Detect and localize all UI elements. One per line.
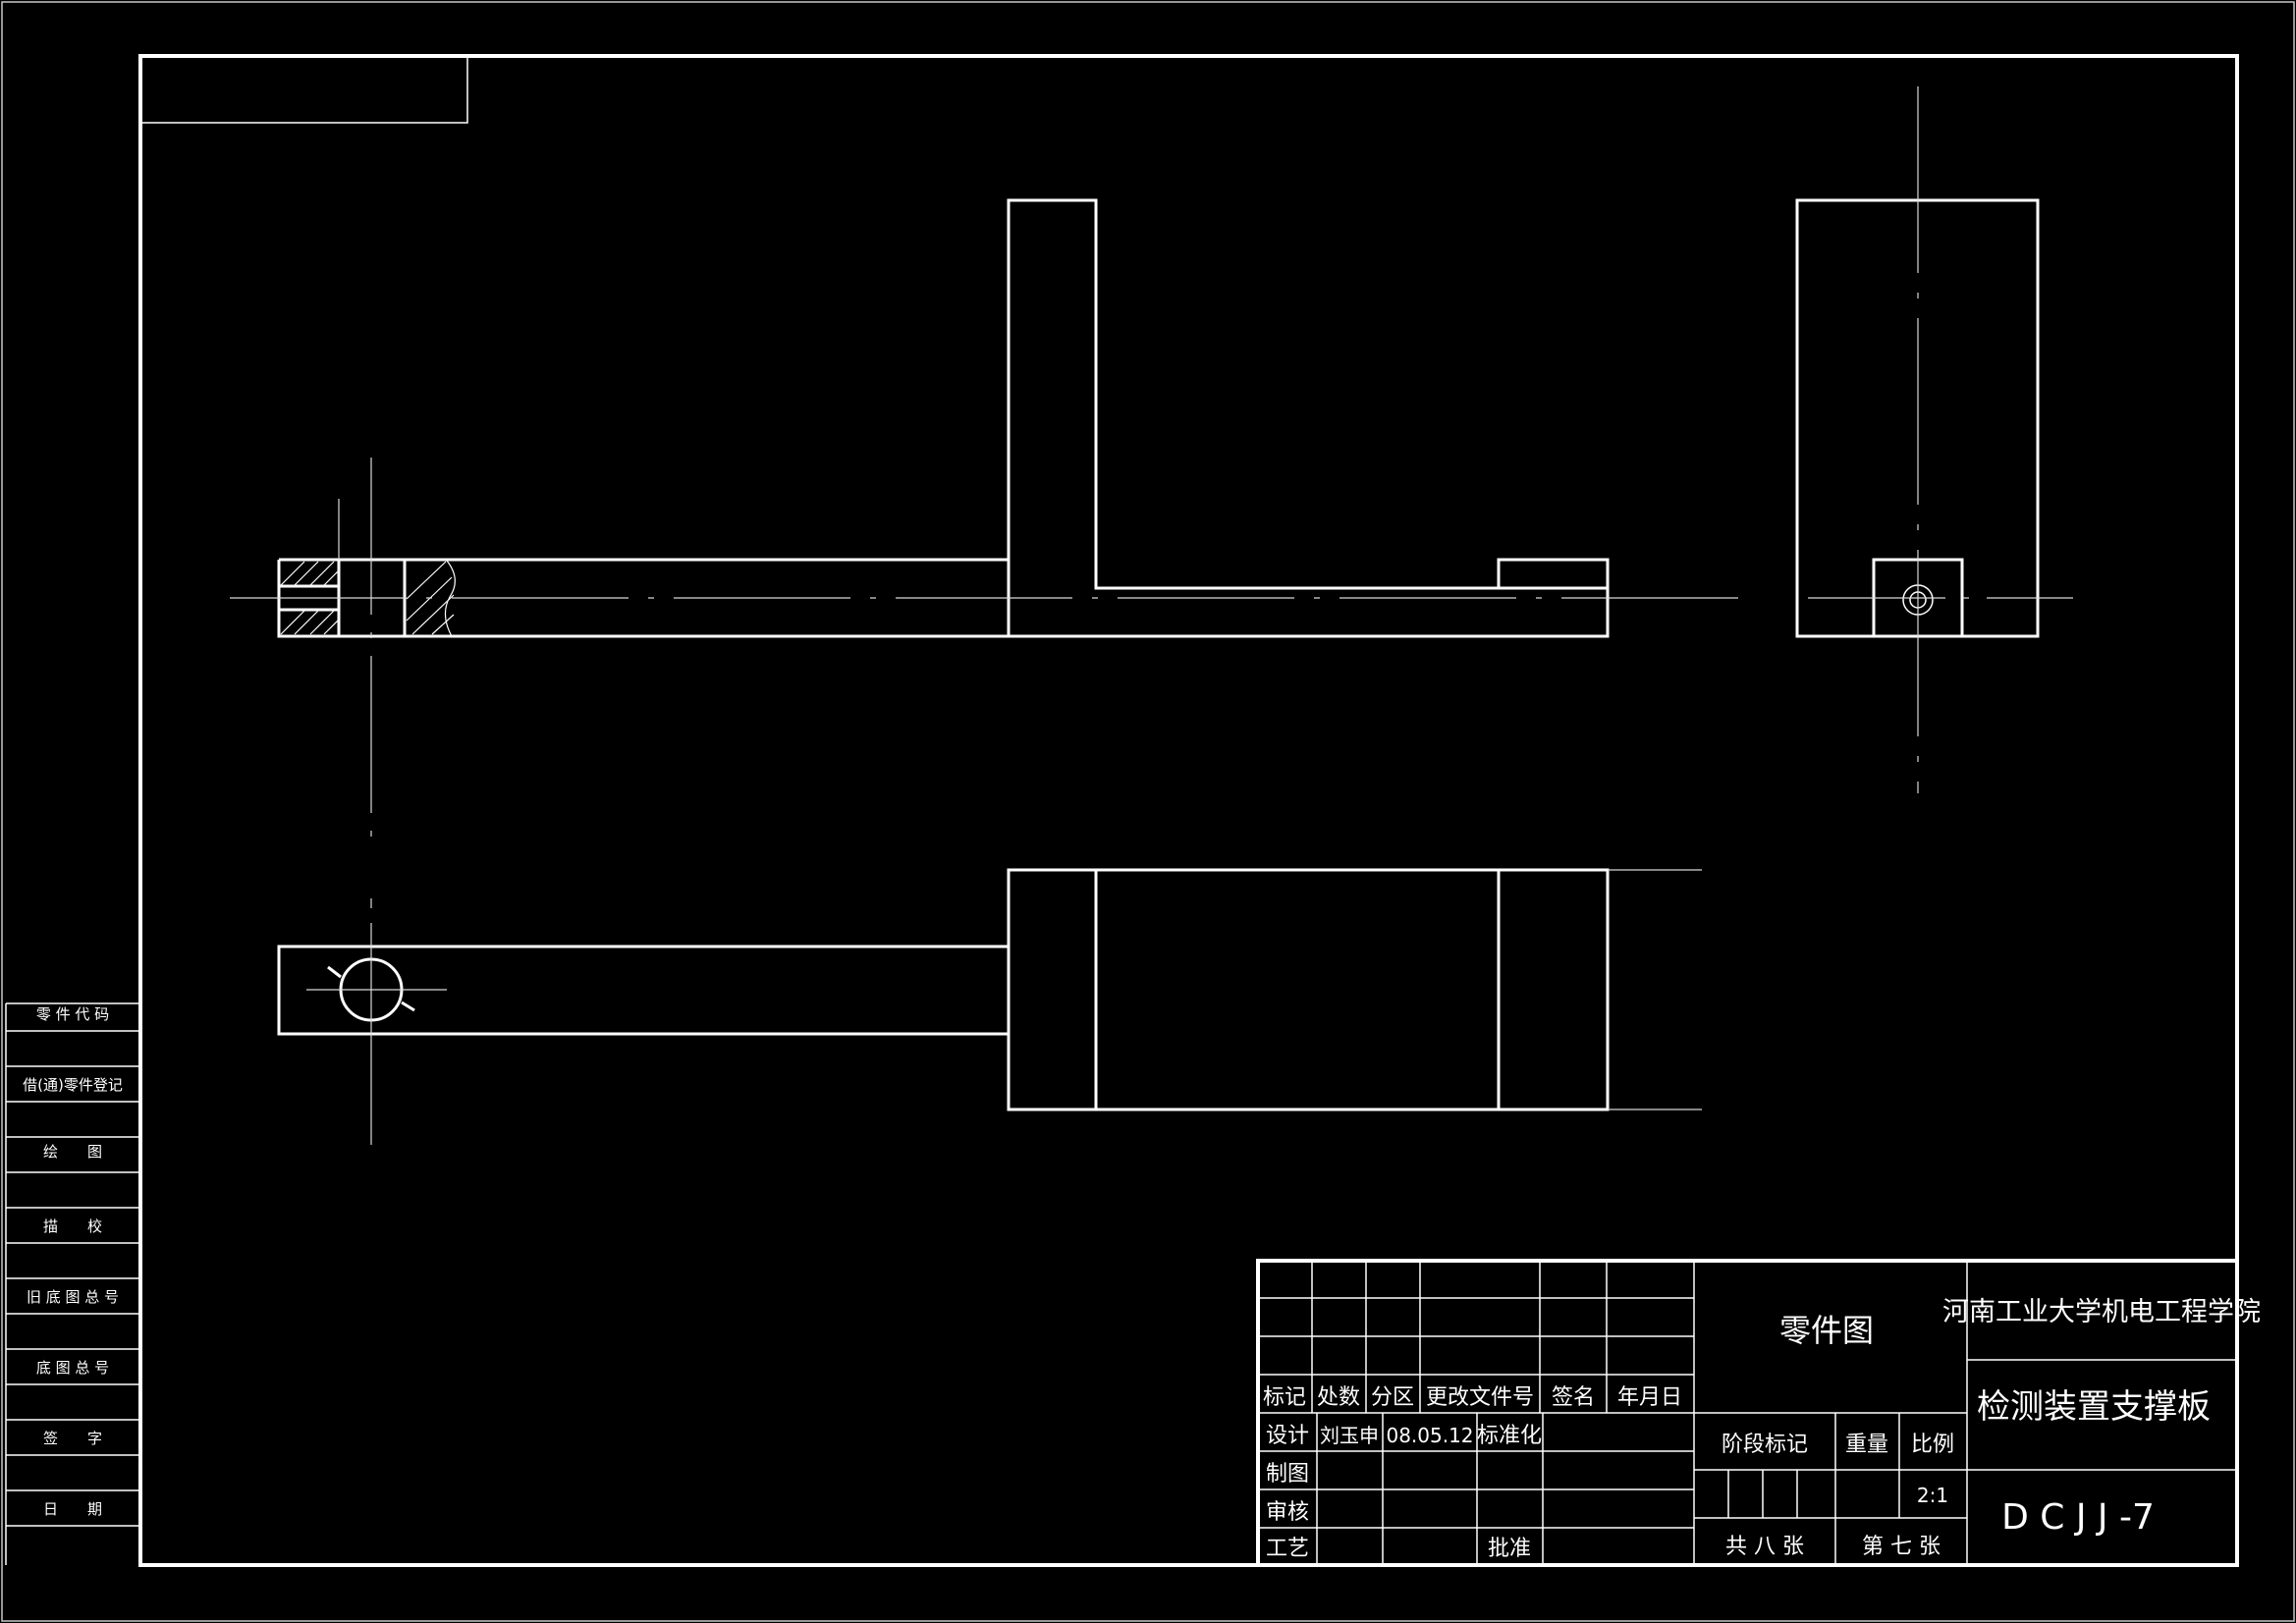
rev-header-change-doc: 更改文件号 <box>1426 1385 1534 1410</box>
rev-header-count: 处数 <box>1317 1385 1360 1410</box>
front-view-hatching <box>280 560 456 637</box>
side-label-traced: 描 校 <box>43 1217 102 1235</box>
side-label-date: 日 期 <box>43 1500 102 1518</box>
institution-name: 河南工业大学机电工程学院 <box>1942 1297 2261 1327</box>
drawing-type: 零件图 <box>1779 1312 1874 1349</box>
side-label-signature: 签 字 <box>43 1430 102 1447</box>
total-sheets: 共 八 张 <box>1725 1535 1804 1559</box>
top-view-extension-lines <box>306 869 1702 1145</box>
rev-header-mark: 标记 <box>1263 1385 1306 1410</box>
side-label-base-number: 底 图 总 号 <box>36 1359 109 1377</box>
rev-header-signature: 签名 <box>1552 1385 1595 1410</box>
part-name: 检测装置支撑板 <box>1977 1387 2211 1427</box>
rev-header-date: 年月日 <box>1617 1385 1682 1410</box>
design-date: 08.05.12 <box>1386 1424 1473 1447</box>
front-view <box>277 198 1610 638</box>
role-design: 设计 <box>1266 1424 1309 1448</box>
stage-label: 阶段标记 <box>1722 1433 1808 1457</box>
side-binding-panel <box>5 1002 140 1565</box>
side-view-centerlines <box>1808 86 2073 793</box>
role-review: 审核 <box>1266 1500 1309 1525</box>
role-drafting: 制图 <box>1266 1462 1309 1487</box>
drawing-frame <box>138 54 2239 1567</box>
side-label-drawn: 绘 图 <box>43 1143 102 1161</box>
title-block <box>1256 1259 2239 1567</box>
side-label-borrowed-part: 借(通)零件登记 <box>23 1076 123 1094</box>
standardization-label: 标准化 <box>1477 1424 1542 1448</box>
approval-label: 批准 <box>1488 1537 1531 1561</box>
scale-value: 2:1 <box>1917 1484 1948 1507</box>
role-process: 工艺 <box>1266 1537 1309 1561</box>
designer-name: 刘玉申 <box>1320 1424 1379 1447</box>
sheet-number: 第 七 张 <box>1862 1535 1941 1559</box>
weight-label: 重量 <box>1845 1433 1888 1457</box>
side-label-old-base-number: 旧 底 图 总 号 <box>27 1288 119 1306</box>
rev-header-zone: 分区 <box>1371 1385 1414 1410</box>
top-view-hole-marks <box>327 965 415 1012</box>
top-view-plate <box>1007 868 1610 1111</box>
front-view-outline <box>277 198 1610 638</box>
scale-label: 比例 <box>1911 1433 1954 1457</box>
side-label-part-code: 零 件 代 码 <box>36 1005 109 1023</box>
front-view-centerlines <box>230 458 1743 839</box>
drawing-number: D C J J -7 <box>2001 1497 2155 1538</box>
top-view <box>277 868 1610 1111</box>
top-left-code-box <box>140 56 468 124</box>
